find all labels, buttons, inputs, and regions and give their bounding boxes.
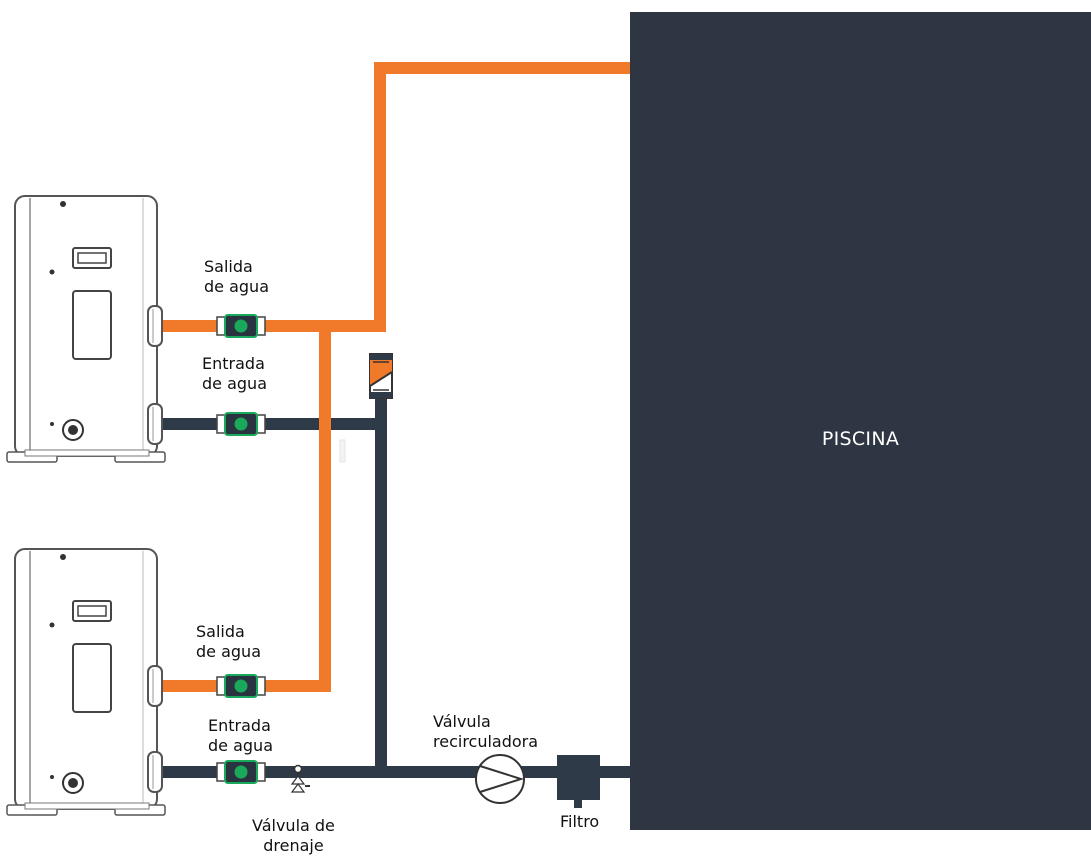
drain-valve — [290, 764, 310, 793]
outlet-valve-top — [216, 314, 266, 338]
inlet-label-top-line2: de agua — [202, 374, 267, 393]
check-valve — [369, 353, 393, 399]
pool — [630, 12, 1091, 830]
pool-label: PISCINA — [821, 428, 900, 450]
drain-valve-label: Válvula de drenaje — [252, 816, 335, 856]
drain-valve-label-line2: drenaje — [263, 836, 324, 855]
filter — [557, 755, 600, 800]
outlet-label-top-line2: de agua — [204, 277, 269, 296]
circulation-pump — [475, 754, 525, 804]
pump-label-line1: Válvula — [433, 712, 491, 731]
outlet-label-top-line1: Salida — [204, 257, 253, 276]
drain-valve-label-line1: Válvula de — [252, 816, 335, 835]
outlet-valve-bottom — [216, 674, 266, 698]
outlet-label-bottom-line2: de agua — [196, 642, 261, 661]
inlet-label-bottom: Entrada de agua — [208, 716, 273, 756]
inlet-connector-top — [147, 403, 163, 445]
inlet-label-top: Entrada de agua — [202, 354, 267, 394]
outlet-connector-top — [147, 305, 163, 347]
outlet-label-bottom: Salida de agua — [196, 622, 261, 662]
heat-pump-unit-top — [6, 195, 166, 463]
filter-label: Filtro — [560, 812, 600, 831]
outlet-label-top: Salida de agua — [204, 257, 269, 297]
outlet-label-bottom-line1: Salida — [196, 622, 245, 641]
inlet-connector-bottom — [147, 751, 163, 793]
inlet-valve-top — [216, 412, 266, 436]
inlet-label-bottom-line1: Entrada — [208, 716, 271, 735]
inlet-label-top-line1: Entrada — [202, 354, 265, 373]
heat-pump-unit-bottom — [6, 548, 166, 816]
hot-water-pipes — [160, 62, 630, 692]
outlet-connector-bottom — [147, 665, 163, 707]
inlet-valve-bottom — [216, 760, 266, 784]
pump-label: Válvula recirculadora — [433, 712, 538, 752]
pump-label-line2: recirculadora — [433, 732, 539, 751]
inlet-label-bottom-line2: de agua — [208, 736, 273, 755]
